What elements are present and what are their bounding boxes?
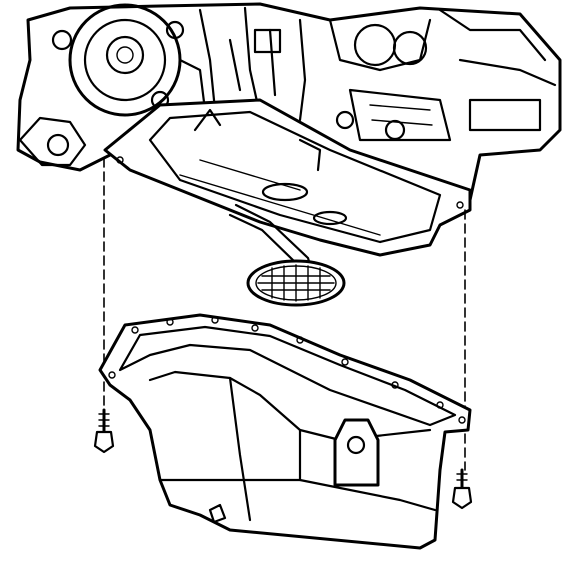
lower-oil-pan xyxy=(98,313,472,550)
pan-bolt-left xyxy=(93,408,115,454)
pan-bolt-right xyxy=(451,468,473,510)
oil-pickup-screen xyxy=(246,259,346,307)
upper-oil-pan-baffle xyxy=(103,98,472,257)
